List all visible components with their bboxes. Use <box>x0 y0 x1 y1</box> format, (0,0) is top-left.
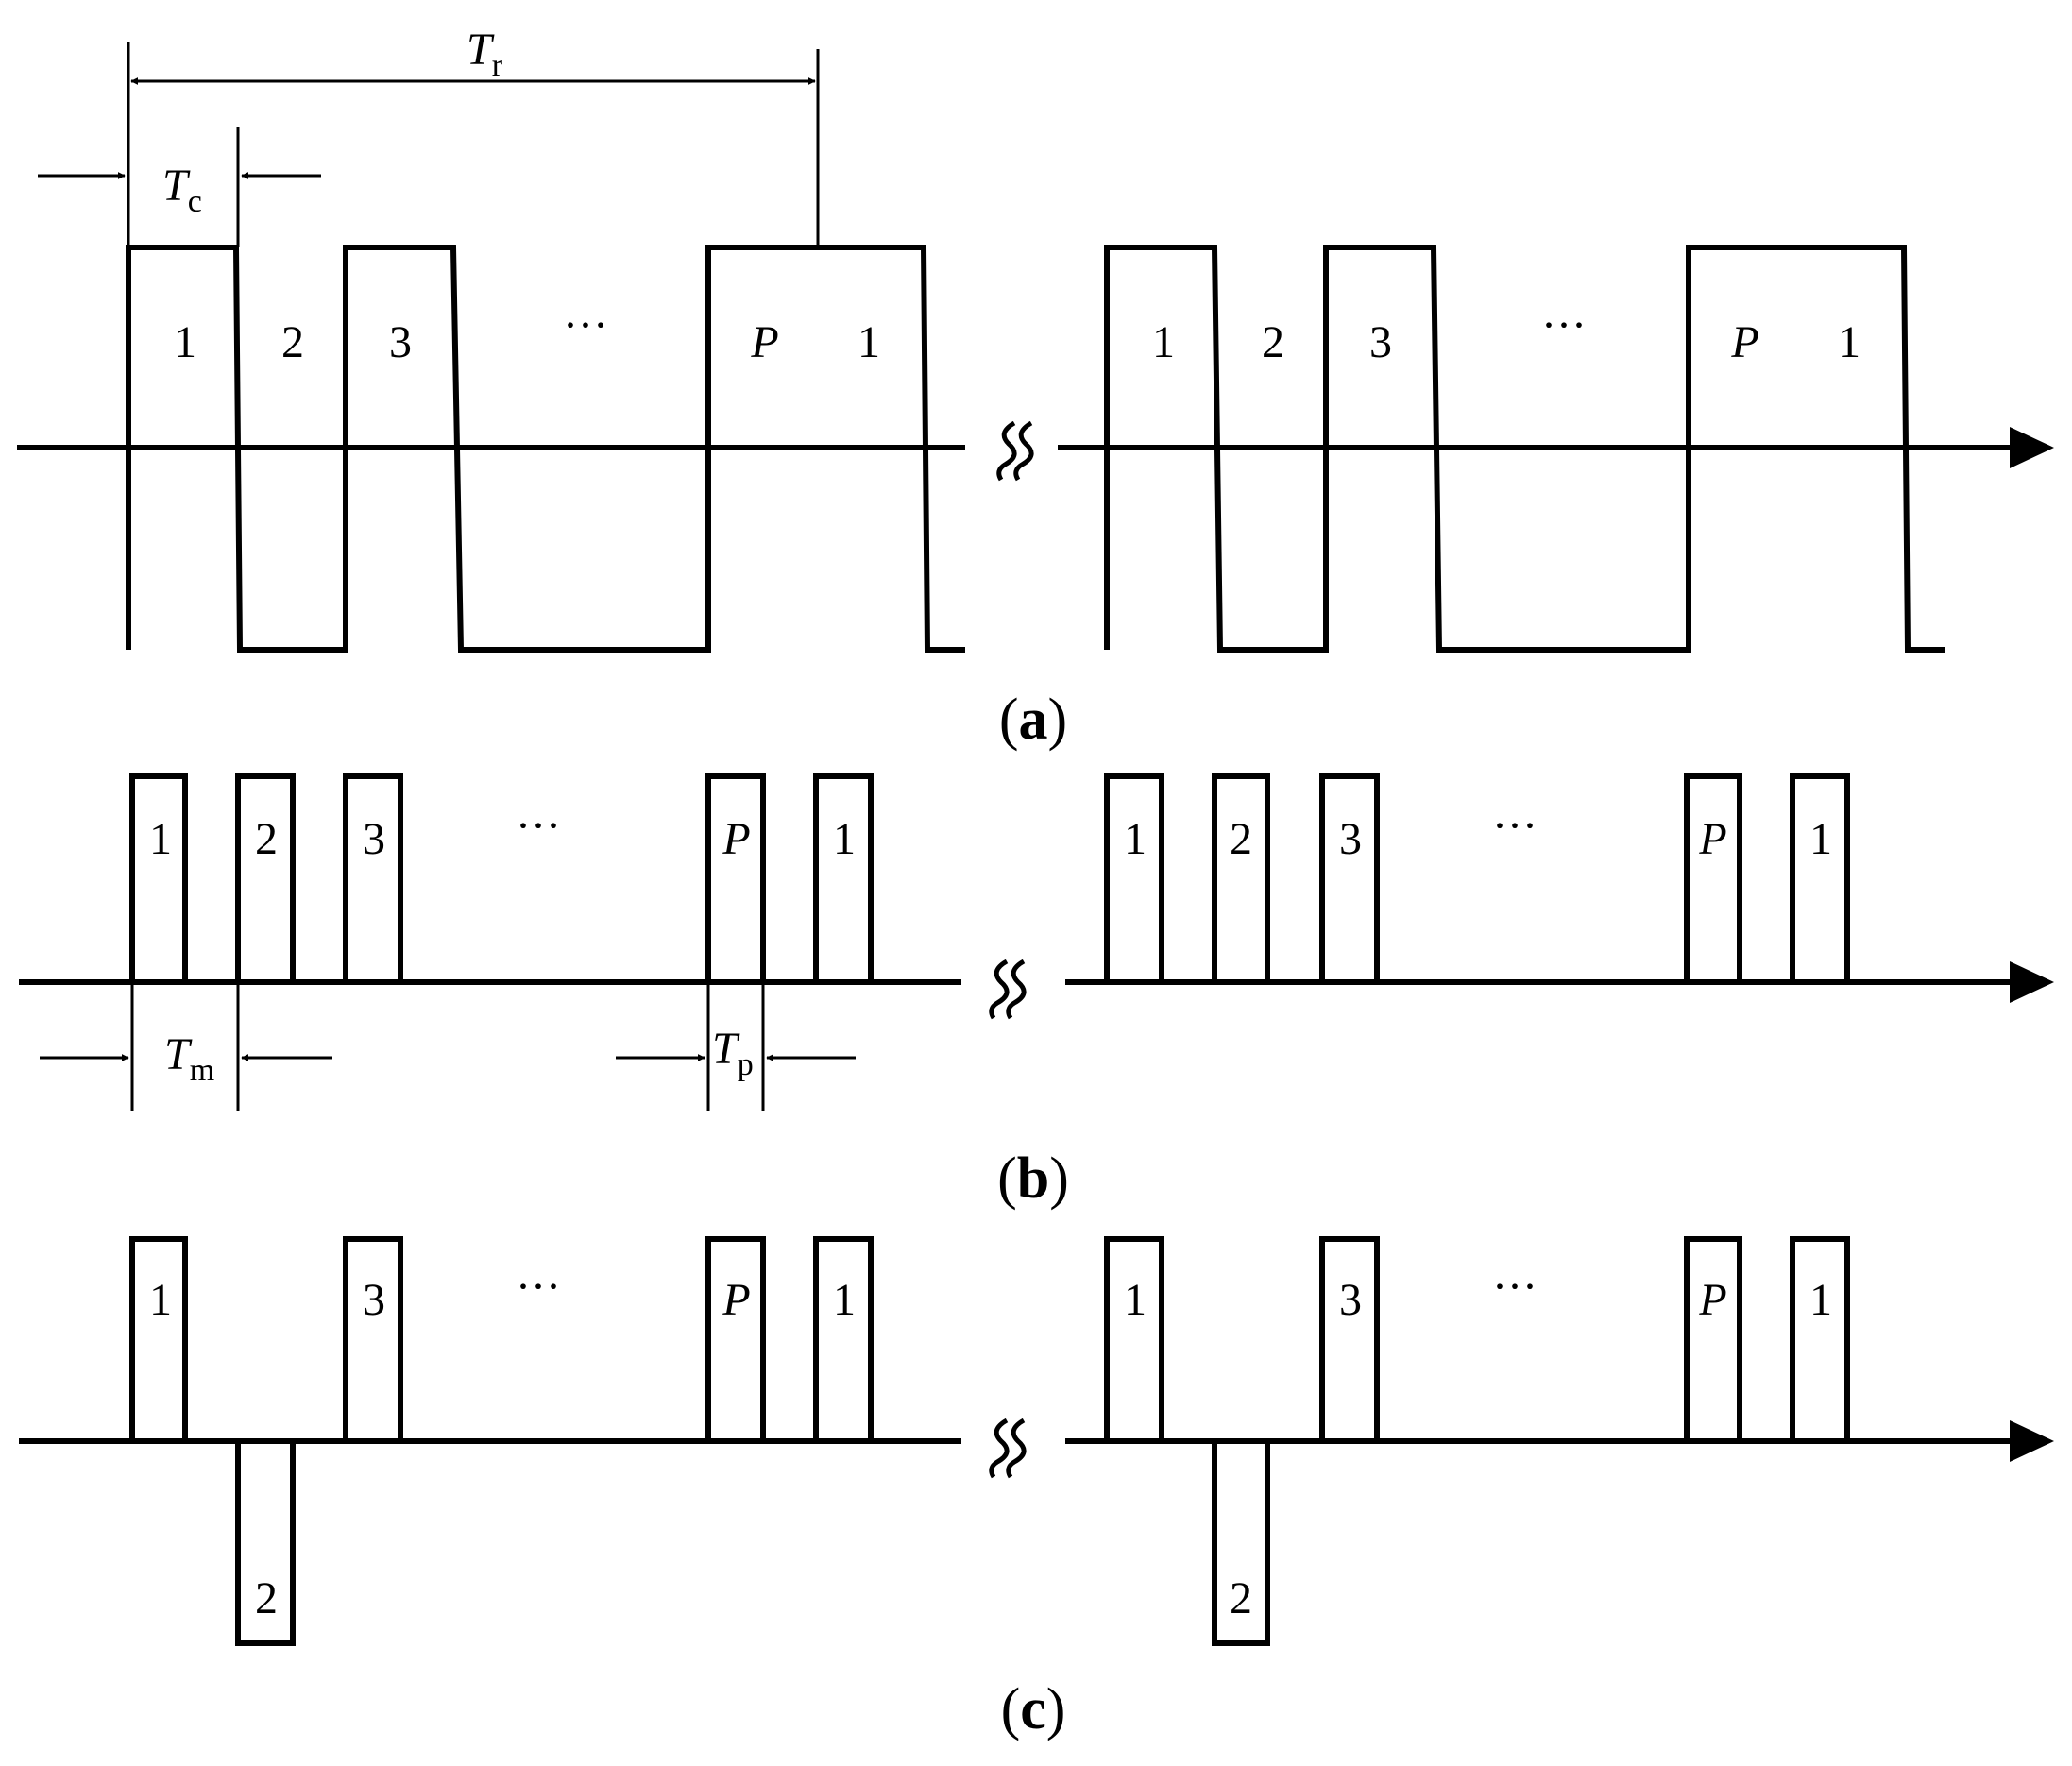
panel-b-left-label-1: 1 <box>149 814 172 864</box>
panel-b-right-label-2: 2 <box>1230 814 1252 864</box>
panel-b-left-label-3: 3 <box>363 814 385 864</box>
panel-a-left-ellipsis: ··· <box>563 300 608 350</box>
panel-a-left-label-3: 3 <box>389 317 412 367</box>
panel-a-right-label-1: 1 <box>1152 317 1175 367</box>
panel-b-right-label-3: 3 <box>1339 814 1362 864</box>
panel-c-left-label-3: 3 <box>363 1275 385 1325</box>
panel-b-pulse-right-p <box>1684 773 1742 982</box>
panel-a-caption: (a) <box>999 688 1067 752</box>
panel-a-right-label-3: 3 <box>1369 317 1392 367</box>
panel-c-left-label-p: P <box>722 1275 750 1325</box>
panel-a-left-label-2: 2 <box>281 317 304 367</box>
panel-b-break-symbol <box>989 959 1027 1020</box>
panel-c: 1 2 3 ··· P 1 1 2 3 ··· P 1 (c) <box>19 1236 2054 1741</box>
panel-c-left-label-1b: 1 <box>833 1275 856 1325</box>
panel-c-pulse-left-p <box>705 1236 766 1441</box>
panel-c-right-label-2: 2 <box>1230 1573 1252 1623</box>
panel-c-pulse-right-1 <box>1104 1236 1164 1441</box>
panel-b-left-label-2: 2 <box>255 814 278 864</box>
panel-b-right-label-1b: 1 <box>1809 814 1832 864</box>
panel-c-pulse-left-1b <box>813 1236 874 1441</box>
panel-b-pulse-left-1 <box>129 773 188 982</box>
panel-c-left-label-1: 1 <box>149 1275 172 1325</box>
panel-a-left-label-1b: 1 <box>858 317 880 367</box>
panel-a-tr-label: Tr <box>467 25 503 83</box>
panel-b-axis-arrowhead <box>2010 961 2054 1003</box>
panel-c-break-symbol <box>989 1418 1027 1479</box>
panel-a-left-label-1: 1 <box>174 317 196 367</box>
panel-b-right-label-p: P <box>1698 814 1726 864</box>
panel-b-pulse-left-3 <box>343 773 403 982</box>
panel-c-pulse-right-1b <box>1790 1236 1850 1441</box>
panel-b-left-ellipsis: ··· <box>516 801 561 851</box>
panel-a-right-label-1b: 1 <box>1838 317 1860 367</box>
panel-b-left-label-p: P <box>722 814 750 864</box>
panel-b-caption: (b) <box>997 1146 1069 1211</box>
panel-c-right-label-1: 1 <box>1124 1275 1146 1325</box>
panel-b-right-ellipsis: ··· <box>1492 801 1537 851</box>
panel-c-pulse-left-2 <box>235 1441 296 1646</box>
panel-a-left-label-p: P <box>750 317 778 367</box>
panel-b: Tm Tp 1 2 3 ··· P 1 1 2 3 ··· P 1 (b) <box>19 773 2054 1211</box>
panel-a: Tr Tc 1 2 3 ··· P 1 1 2 3 ··· P 1 (a) <box>17 25 2054 752</box>
panel-c-caption: (c) <box>1001 1677 1066 1741</box>
panel-b-tm-label: Tm <box>164 1029 214 1088</box>
panel-b-pulse-right-1b <box>1790 773 1850 982</box>
panel-b-right-label-1: 1 <box>1124 814 1146 864</box>
panel-c-pulse-right-3 <box>1319 1236 1380 1441</box>
panel-c-right-ellipsis: ··· <box>1492 1262 1537 1312</box>
panel-a-right-ellipsis: ··· <box>1541 300 1587 350</box>
panel-a-right-label-p: P <box>1730 317 1758 367</box>
panel-c-pulse-right-p <box>1684 1236 1742 1441</box>
panel-a-right-label-2: 2 <box>1262 317 1284 367</box>
panel-b-pulse-left-1b <box>813 773 874 982</box>
panel-a-break-symbol <box>996 420 1034 482</box>
panel-c-pulse-left-3 <box>343 1236 403 1441</box>
panel-c-right-label-1b: 1 <box>1809 1275 1832 1325</box>
panel-c-left-ellipsis: ··· <box>516 1262 561 1312</box>
panel-c-left-label-2: 2 <box>255 1573 278 1623</box>
panel-b-left-label-1b: 1 <box>833 814 856 864</box>
panel-b-tp-label: Tp <box>712 1024 754 1082</box>
panel-b-pulse-left-p <box>705 773 766 982</box>
panel-c-axis-arrowhead <box>2010 1420 2054 1462</box>
panel-a-waveform-left <box>126 245 965 653</box>
panel-c-right-label-p: P <box>1698 1275 1726 1325</box>
panel-c-right-label-3: 3 <box>1339 1275 1362 1325</box>
panel-b-pulse-right-1 <box>1104 773 1164 982</box>
panel-b-pulse-left-2 <box>235 773 296 982</box>
panel-b-pulse-right-2 <box>1212 773 1270 982</box>
panel-a-axis-arrowhead <box>2010 427 2054 468</box>
panel-c-pulse-left-1 <box>129 1236 188 1441</box>
panel-a-tc-label: Tc <box>162 161 202 219</box>
panel-b-pulse-right-3 <box>1319 773 1380 982</box>
panel-c-pulse-right-2 <box>1212 1441 1270 1646</box>
panel-a-waveform-right <box>1104 245 1945 653</box>
